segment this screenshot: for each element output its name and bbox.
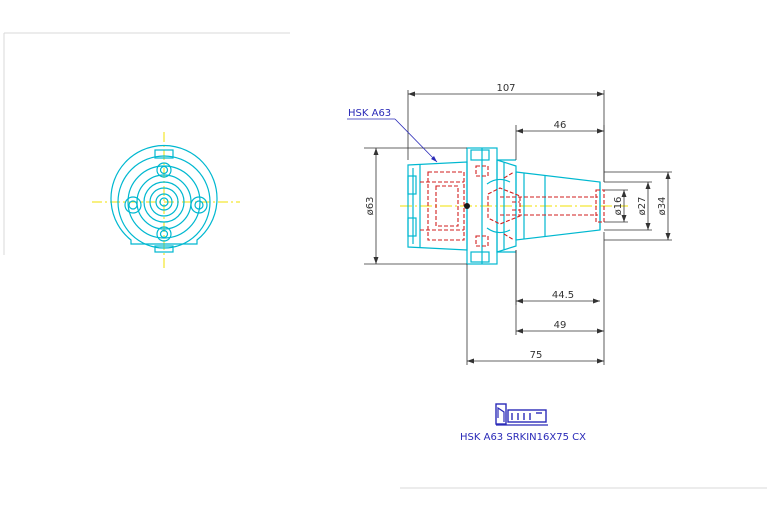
gauge-point — [464, 203, 470, 209]
dim-dia-16: ø16 — [613, 197, 624, 216]
end-view-outline — [110, 144, 218, 253]
end-view-centerlines — [92, 132, 240, 268]
dim-dia-27: ø27 — [637, 197, 648, 216]
end-view — [92, 132, 240, 268]
dimension-labels: 107 46 44.5 49 75 ø63 ø16 ø27 ø34 — [365, 83, 668, 361]
part-name: HSK A63 SRKIN16X75 CX — [460, 432, 586, 443]
side-view-outline — [407, 147, 601, 265]
iscar-logo — [495, 403, 548, 426]
dimension-arrows — [373, 91, 671, 364]
dim-dia-63: ø63 — [365, 197, 376, 216]
dim-46: 46 — [554, 120, 567, 131]
side-view-hidden — [420, 165, 605, 247]
dimensions — [364, 90, 672, 365]
dim-49: 49 — [554, 320, 567, 331]
sheet-frame — [3, 32, 767, 489]
dim-44-5: 44.5 — [552, 290, 574, 301]
hsk-callout-label: HSK A63 — [348, 108, 391, 119]
hsk-callout: HSK A63 — [347, 108, 438, 163]
dim-75: 75 — [530, 350, 543, 361]
side-view — [400, 147, 628, 265]
dim-107: 107 — [496, 83, 515, 94]
dim-dia-34: ø34 — [657, 197, 668, 216]
